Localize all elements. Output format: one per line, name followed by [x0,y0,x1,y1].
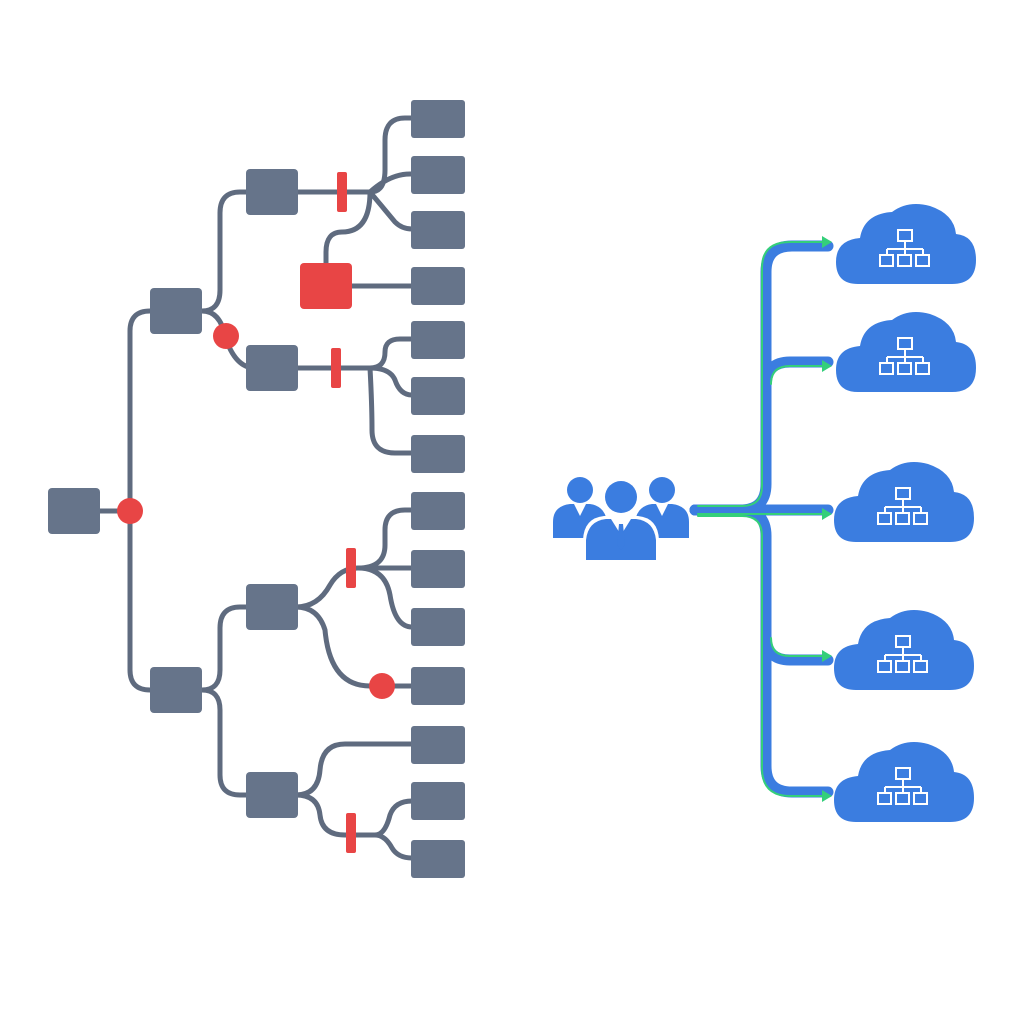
pipe-to-cloud-4 [760,630,834,666]
cloud-network-icon[interactable] [834,742,974,822]
leaf-node[interactable] [411,492,465,530]
users-group-icon[interactable] [553,477,689,562]
blocker-bar-b [331,348,341,388]
cloud-network-icon[interactable] [834,610,974,690]
blocker-bar-c [346,548,356,588]
subbranch-node-b[interactable] [246,345,298,391]
flow-to-cloud-1 [697,241,823,507]
blocker-bar-d [346,813,356,853]
distribution-diagram [553,204,976,822]
subbranch-node-a[interactable] [246,169,298,215]
leaf-node[interactable] [411,726,465,764]
subbranch-node-d[interactable] [246,772,298,818]
leaf-node[interactable] [411,435,465,473]
leaf-node[interactable] [411,667,465,705]
leaf-node[interactable] [411,782,465,820]
hierarchy-tree [48,100,465,878]
leaf-node[interactable] [411,840,465,878]
leaf-node[interactable] [411,100,465,138]
flow-arrowheads [822,236,832,802]
branch-node-upper[interactable] [150,288,202,334]
leaf-node[interactable] [411,377,465,415]
edge-root-spine [97,308,179,693]
pipe-to-cloud-2 [760,356,834,392]
root-node[interactable] [48,488,100,534]
leaf-junction-alert [369,673,395,699]
cloud-network-icon[interactable] [836,204,976,284]
edge-group-d [293,741,441,861]
subbranch-node-c[interactable] [246,584,298,630]
edge-group-a [293,115,441,289]
flow-to-cloud-4 [770,637,823,657]
branch-node-lower[interactable] [150,667,202,713]
root-junction-alert [117,498,143,524]
blocker-bar-a [337,172,347,212]
cloud-network-icon[interactable] [836,312,976,392]
leaf-node[interactable] [411,321,465,359]
blocked-node[interactable] [300,263,352,309]
leaf-node[interactable] [411,608,465,646]
flow-to-cloud-2 [770,365,823,385]
edge-group-c [293,507,441,689]
flow-to-cloud-5 [697,515,823,797]
leaf-node[interactable] [411,267,465,305]
leaf-node[interactable] [411,156,465,194]
leaf-node[interactable] [411,550,465,588]
upper-junction-alert [213,323,239,349]
leaf-node[interactable] [411,211,465,249]
cloud-network-icon[interactable] [834,462,974,542]
edge-lower-branch [199,604,273,798]
